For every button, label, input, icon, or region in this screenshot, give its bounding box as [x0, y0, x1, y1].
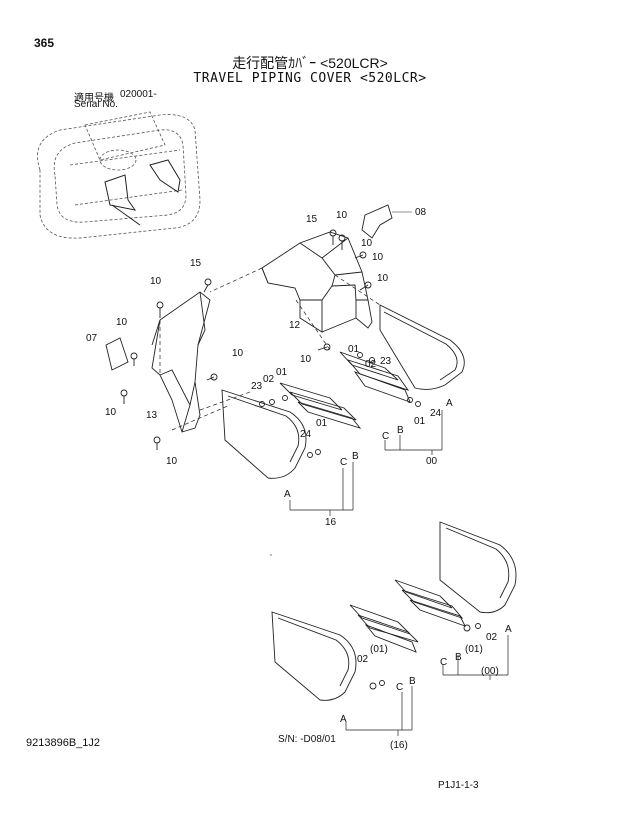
callout-10: 10 [232, 348, 244, 359]
callout-23: 23 [251, 381, 263, 392]
callout-01: 01 [316, 418, 328, 429]
callout-02: 02 [486, 632, 498, 643]
callout-08: 08 [415, 207, 427, 218]
callout-A: A [340, 714, 347, 725]
callout-02: 02 [365, 359, 377, 370]
lower-plate-00 [394, 521, 517, 627]
callout-01-parenthesized: (01) [370, 644, 388, 655]
plate-00 [339, 304, 465, 403]
callout-10: 10 [300, 354, 312, 365]
callout-23: 23 [380, 356, 392, 367]
callout-24: 24 [430, 408, 442, 419]
bolts-left [120, 278, 218, 450]
callout-24: 24 [300, 429, 312, 440]
callout-00-parenthesized: (00) [481, 666, 499, 677]
callout-C: C [396, 682, 403, 693]
bracket-08 [361, 204, 412, 239]
document-code: 9213896B_1J2 [26, 737, 101, 749]
callout-16-parenthesized: (16) [390, 740, 408, 751]
callout-15: 15 [190, 258, 202, 269]
callout-07: 07 [86, 333, 98, 344]
callout-13: 13 [146, 410, 158, 421]
callout-01: 01 [348, 344, 360, 355]
callout-10: 10 [377, 273, 389, 284]
callout-12: 12 [289, 320, 301, 331]
callout-A: A [284, 489, 291, 500]
callout-10: 10 [336, 210, 348, 221]
callout-C: C [382, 431, 389, 442]
plate-16 [221, 382, 362, 479]
callout-02: 02 [357, 654, 369, 665]
serial-value: 020001- [120, 89, 157, 100]
cover-13 [151, 291, 211, 433]
callout-A: A [446, 398, 453, 409]
callout-B: B [397, 425, 404, 436]
callout-labels: 08 10 15 10 10 10 12 15 10 10 07 10 10 1… [86, 207, 512, 751]
undercarriage-highlight [104, 159, 181, 226]
hardware-middle [259, 343, 421, 458]
callout-A: A [505, 624, 512, 635]
serial-label-japanese: 適用号機 [74, 93, 114, 104]
lower-hardware [369, 623, 481, 690]
callout-C: C [340, 457, 347, 468]
callout-B: B [352, 451, 359, 462]
callout-10: 10 [361, 238, 373, 249]
assembly-lines [159, 267, 381, 431]
callout-00: 00 [426, 456, 438, 467]
page-number: 365 [34, 36, 55, 50]
callout-B: B [409, 676, 416, 687]
serial-label-english: Serial No. [74, 99, 118, 110]
page-code: P1J1-1-3 [438, 780, 479, 791]
callout-B: B [455, 652, 462, 663]
serial-range-label: S/N: -D08/01 [278, 734, 336, 745]
callout-10: 10 [105, 407, 117, 418]
callout-01-parenthesized: (01) [465, 644, 483, 655]
bolts-upper-right [329, 229, 372, 291]
group-brackets [289, 410, 443, 516]
undercarriage-thumbnail [37, 111, 201, 239]
cover-12 [261, 231, 373, 333]
callout-01: 01 [414, 416, 426, 427]
callout-16: 16 [325, 517, 337, 528]
callout-10: 10 [372, 252, 384, 263]
callout-10: 10 [116, 317, 128, 328]
callout-02: 02 [263, 374, 275, 385]
title-english: TRAVEL PIPING COVER <520LCR> [193, 71, 427, 86]
callout-C: C [440, 657, 447, 668]
callout-10: 10 [150, 276, 162, 287]
bracket-07 [105, 337, 129, 371]
title-japanese: 走行配管ｶﾊﾞｰ <520LCR> [232, 55, 388, 71]
callout-01: 01 [276, 367, 288, 378]
callout-15: 15 [306, 214, 318, 225]
lower-group-brackets [345, 635, 509, 736]
lower-plate-16 [271, 604, 419, 701]
callout-10: 10 [166, 456, 178, 467]
